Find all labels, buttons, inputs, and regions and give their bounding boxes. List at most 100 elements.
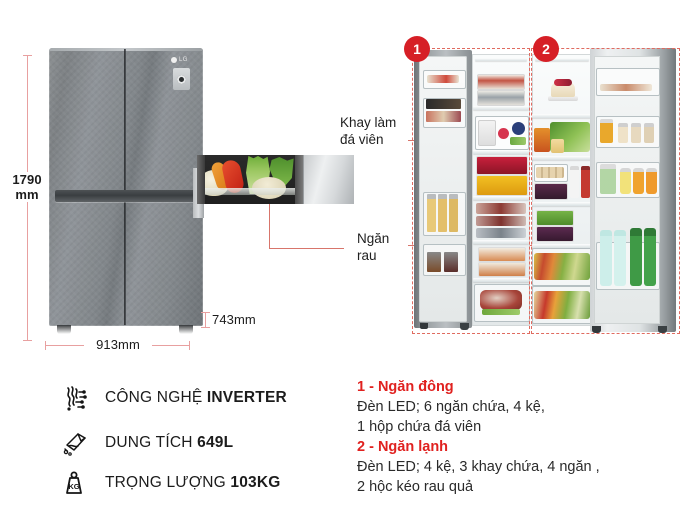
depth-dimension-label: 743mm [212,312,256,327]
fridge-shelf-3 [532,202,592,206]
lg-logo-mark [171,56,177,63]
freezer-caster-left [420,323,428,329]
crisper-lower-produce [534,291,590,319]
milk-bottle [570,166,579,198]
small-cup [551,139,564,153]
freezer-number-badge: 1 [404,36,430,62]
freezer-shelf-3 [473,196,529,200]
width-dimension-label: 913mm [84,337,152,352]
connector-veg-vertical [269,204,270,249]
desc-line-freezer-1: Đèn LED; 6 ngăn chứa, 4 kệ, [357,399,545,415]
depth-dimension-line [201,312,210,328]
frozen-berries-box [476,156,528,175]
spec-label-weight: TRỌNG LƯỢNG 103KG [105,474,281,492]
greens-container [536,210,574,226]
water-bottle-2 [614,230,626,286]
vacuum-pack-meat-2 [476,216,526,226]
fridge-foot-left [57,325,71,334]
callout-ice-tray: Khay làm đá viên [340,114,396,148]
freezer-door-food-1 [427,75,459,83]
height-value: 1790 [12,172,42,187]
width-cap-right [189,341,190,350]
spec-inverter-plain: CÔNG NGHỆ [105,389,207,406]
height-cap-bottom [23,340,32,341]
fridge-caster-right [658,326,667,333]
freezer-door-food-2 [426,99,461,109]
height-dimension-label: 1790 mm [3,172,51,202]
panel-indicator-icon [177,74,186,84]
spec-weight-bold: 103KG [230,474,281,491]
juice-bottle [581,166,590,198]
depth-cap-bottom [201,327,210,328]
fridge-shelf-4 [532,244,592,248]
callout-veg-drawer: Ngăn rau [357,230,389,264]
freezer-shelf-2 [473,150,529,154]
height-cap-top [23,55,32,56]
door-juice-3 [646,168,657,194]
door-juice-1 [620,168,631,194]
door-bin1-wrap [600,84,652,91]
closed-refrigerator-image: LG [49,48,203,336]
depth-value: 743mm [212,312,256,327]
desc-heading-fridge: 2 - Ngăn lạnh [357,439,449,455]
door-jar-1 [600,119,613,143]
callout-veg-drawer-line1: Ngăn [357,231,390,246]
lg-logo: LG [171,56,191,63]
vegetable-drawer-closeup-image [197,155,303,204]
cake-stand [548,96,578,101]
pasta-jar-3 [449,194,458,232]
drawer-left-wall [197,155,205,204]
inset-door-panel [303,155,354,204]
eggs [536,167,564,178]
steak-garnish [482,309,520,315]
spec-row-weight: KG TRỌNG LƯỢNG 103KG [57,466,281,500]
fridge-badge-label: 2 [542,41,550,57]
freezer-door-liner [419,56,467,322]
pasta-jar-2 [438,194,447,232]
steak-cut [480,290,522,310]
vacuum-pack-fish [476,228,526,238]
frozen-fish-tray [477,90,525,106]
water-bottle-1 [600,230,612,286]
drawer-right-wall [295,155,303,204]
fridge-control-panel [173,68,190,90]
green-bottle-2 [644,228,656,286]
fridge-number-badge: 2 [533,36,559,62]
fridge-foot-right [179,325,193,334]
spec-row-capacity: DUNG TÍCH 649L [57,426,233,460]
ice-tray-greens [510,137,526,145]
desc-line-fridge-1: Đèn LED; 4 kệ, 3 khay chứa, 4 ngăn , [357,459,600,475]
fridge-top-rim [49,48,203,51]
berry-container [536,226,574,242]
drawer-front-edge [197,188,303,195]
spec-weight-plain: TRỌNG LƯỢNG [105,474,231,491]
fridge-caster-left [592,326,601,333]
green-bottle-1 [630,228,642,286]
spice-jar-2 [444,252,458,272]
ice-tray-berry [498,128,509,139]
freezer-unit [414,44,530,336]
spec-label-inverter: CÔNG NGHỆ INVERTER [105,389,287,407]
fridge-unit [532,44,680,336]
cake-berries [554,79,572,86]
svg-text:KG: KG [68,482,79,491]
spec-label-capacity: DUNG TÍCH 649L [105,434,233,452]
freezer-shelf-1 [473,106,529,110]
crisper-upper-produce [534,253,590,280]
width-value: 913mm [96,337,140,352]
callout-ice-tray-line2: đá viên [340,132,384,147]
freezer-caster-right [460,323,469,330]
door-jar-4 [644,123,654,143]
width-cap-left [45,341,46,350]
fridge-shelf-1 [532,114,592,118]
freezer-badge-label: 1 [413,41,421,57]
pasta-jar-1 [427,194,436,232]
depth-cap-top [201,312,210,313]
connector-veg-horizontal [269,248,344,249]
lg-logo-text: LG [179,56,188,63]
fridge-light-strip [535,58,589,61]
door-juice-2 [633,168,644,194]
frozen-food-box-2 [478,262,526,277]
fridge-door-split [124,49,126,325]
